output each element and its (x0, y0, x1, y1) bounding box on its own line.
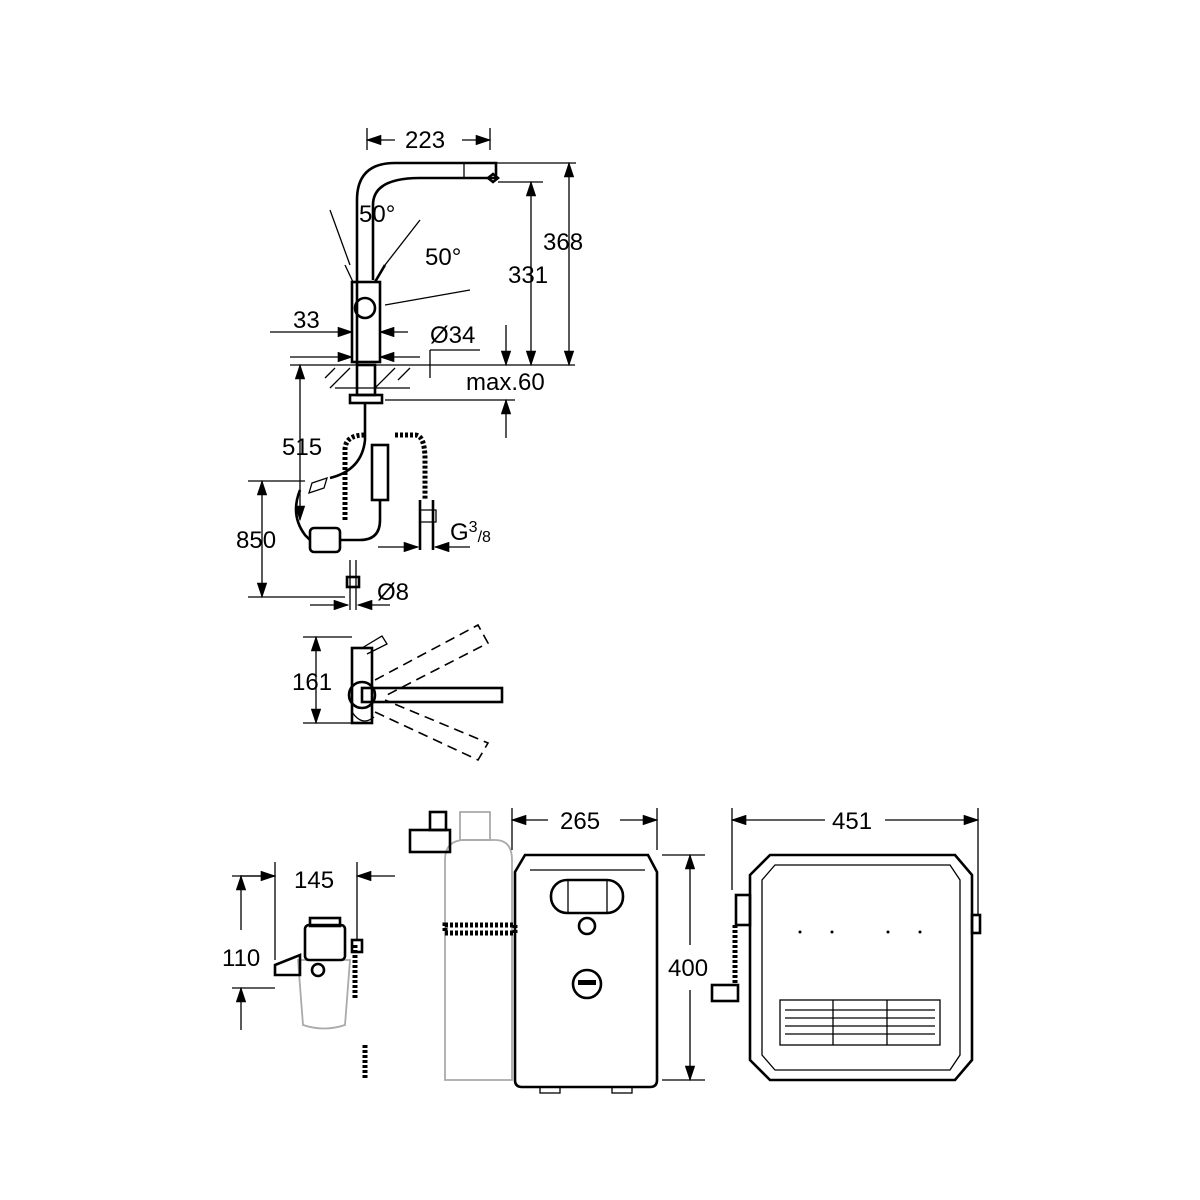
dim-spout-reach: 223 (405, 127, 445, 154)
filter-unit (232, 862, 395, 1080)
dim-pipe-diameter: Ø8 (377, 579, 409, 606)
dim-chiller-width: 451 (832, 808, 872, 835)
dim-filter-height: 110 (222, 945, 260, 972)
dim-install-depth: 850 (236, 527, 276, 554)
faucet-dimensions (248, 128, 576, 611)
dim-hose-length: 515 (282, 434, 322, 461)
thread-g: G (450, 519, 469, 546)
thread-den: /8 (478, 529, 491, 546)
dim-spout-height: 331 (508, 262, 548, 289)
dim-swivel-height: 161 (292, 669, 332, 696)
chiller-front-view (710, 808, 982, 1082)
dim-max-counter: max.60 (466, 369, 545, 396)
dim-chiller-depth: 265 (560, 808, 600, 835)
dim-lever-angle-left: 50° (359, 201, 395, 228)
dim-base-diameter: Ø34 (430, 322, 475, 349)
thread-num: 3 (469, 519, 478, 536)
chiller-side-view (408, 808, 705, 1094)
dim-lever-angle-right: 50° (425, 244, 461, 271)
dim-body-width: 33 (293, 307, 320, 334)
dim-chiller-height: 400 (668, 955, 708, 982)
dim-thread: G3/8 (450, 519, 491, 546)
dim-total-height: 368 (543, 229, 583, 256)
dim-filter-width: 145 (294, 867, 334, 894)
faucet-top-view (303, 623, 504, 762)
